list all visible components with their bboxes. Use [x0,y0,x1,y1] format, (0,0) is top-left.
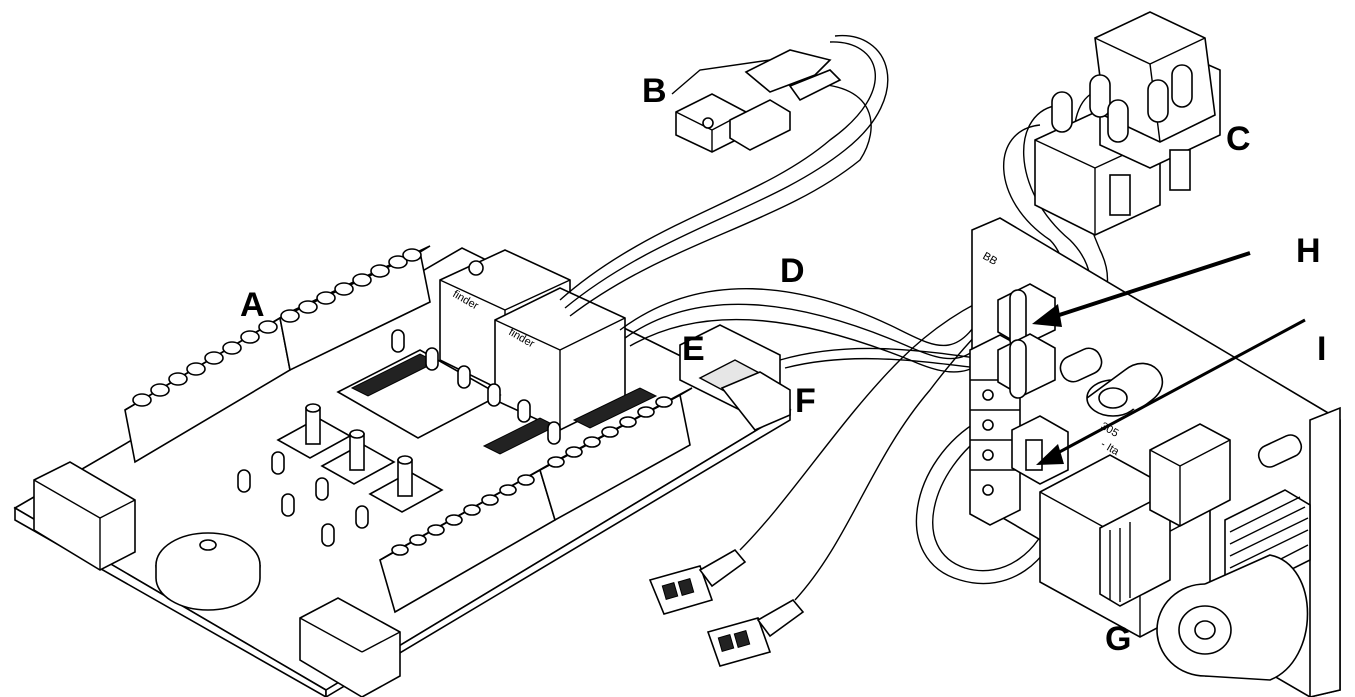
push-buttons [276,403,444,513]
relays: finder finder [439,249,626,431]
callout-f: F [795,382,816,420]
terminal-block-c [1034,11,1221,236]
callout-e: E [682,330,705,368]
terminal-strip-front [379,387,693,614]
connector-i [1011,415,1069,485]
callout-a: A [240,286,265,324]
terminal-strip-a [124,245,431,464]
round-capacitor [1156,554,1309,681]
callout-c: C [1226,120,1251,158]
corner-connectors [33,461,401,697]
callout-labels: A B C D E F G H I [240,72,1326,658]
callout-h: H [1296,232,1321,270]
callout-g: G [1105,620,1131,658]
connector-e-f [679,324,791,431]
fuse-holder-h [997,283,1056,399]
power-supply-g: BB P 305 - Ita [969,217,1341,697]
main-control-board: finder finder [13,245,792,697]
callout-d: D [780,252,805,290]
terminal-screws-a [132,248,422,407]
callout-arrows [1032,251,1306,465]
limit-switch-b [671,49,842,153]
callout-i: I [1317,330,1326,368]
callout-b: B [642,72,667,110]
transformer [1039,423,1231,638]
buzzer [155,532,261,611]
leds [237,329,561,547]
wire-end-connectors [648,548,805,667]
capacitors [1059,347,1303,468]
